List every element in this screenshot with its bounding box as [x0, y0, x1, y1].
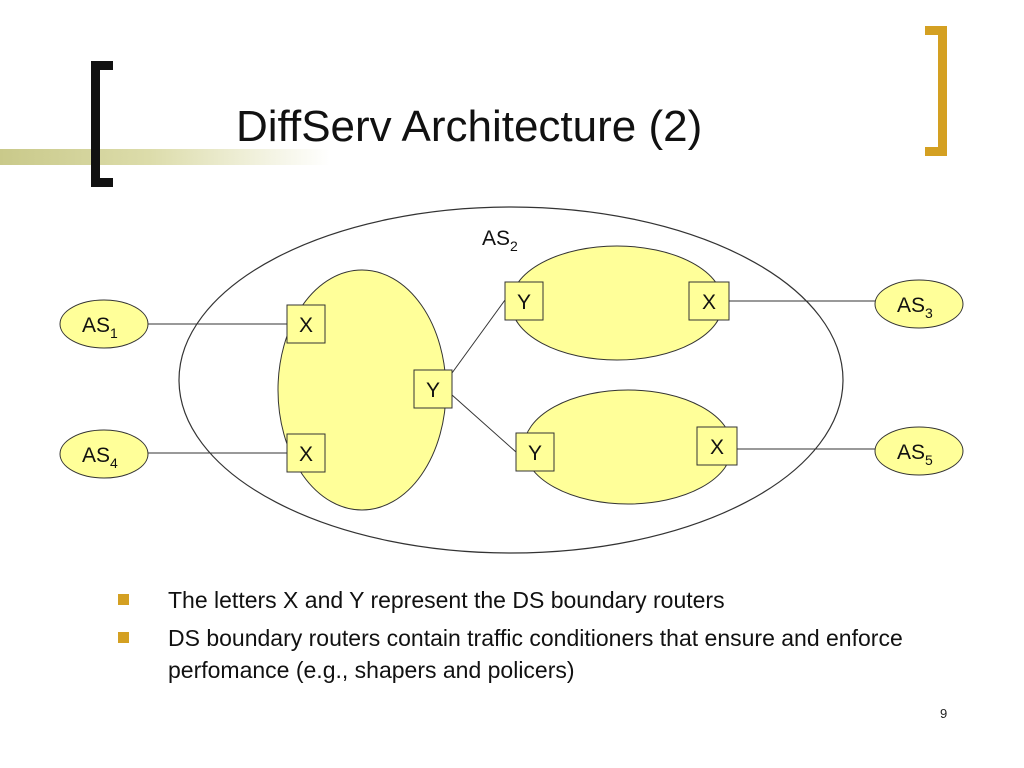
as2-label: AS2: [482, 227, 518, 254]
as5-node: AS5: [874, 426, 964, 476]
as2-domain-boundary: [178, 206, 844, 554]
router-label: Y: [426, 379, 440, 402]
router-x-bottom-right: X: [696, 426, 738, 466]
router-y-bottom-right: Y: [515, 432, 555, 472]
as1-node: AS1: [59, 299, 149, 349]
right-bracket-decoration: [925, 26, 947, 156]
router-label: X: [299, 314, 313, 337]
as1-label: AS1: [82, 314, 118, 341]
square-bullet-icon: [118, 632, 129, 643]
as5-label: AS5: [897, 441, 933, 468]
router-label: X: [702, 291, 716, 314]
router-x-left-top: X: [286, 304, 326, 344]
bullet-item: DS boundary routers contain traffic cond…: [118, 622, 938, 686]
router-label: X: [299, 443, 313, 466]
router-x-top-right: X: [688, 281, 730, 321]
left-bracket-decoration: [91, 61, 113, 187]
as3-label: AS3: [897, 294, 933, 321]
link-y-top: [451, 299, 506, 374]
network-links: [148, 299, 876, 454]
router-label: X: [710, 436, 724, 459]
bullet-list: The letters X and Y represent the DS bou…: [118, 584, 938, 692]
bullet-item: The letters X and Y represent the DS bou…: [118, 584, 938, 616]
title-decoration-bar: [0, 149, 330, 165]
router-y-center: Y: [413, 369, 453, 409]
page-number: 9: [940, 706, 948, 721]
as3-node: AS3: [874, 279, 964, 329]
link-y-bottom: [451, 394, 517, 453]
slide-title: DiffServ Architecture (2): [236, 102, 703, 151]
bullet-text: DS boundary routers contain traffic cond…: [168, 625, 903, 683]
router-x-left-bottom: X: [286, 433, 326, 473]
router-label: Y: [517, 291, 531, 314]
as4-node: AS4: [59, 429, 149, 479]
bullet-text: The letters X and Y represent the DS bou…: [168, 587, 725, 613]
as4-label: AS4: [82, 444, 118, 471]
square-bullet-icon: [118, 594, 129, 605]
router-label: Y: [528, 442, 542, 465]
router-y-top-right: Y: [504, 281, 544, 321]
